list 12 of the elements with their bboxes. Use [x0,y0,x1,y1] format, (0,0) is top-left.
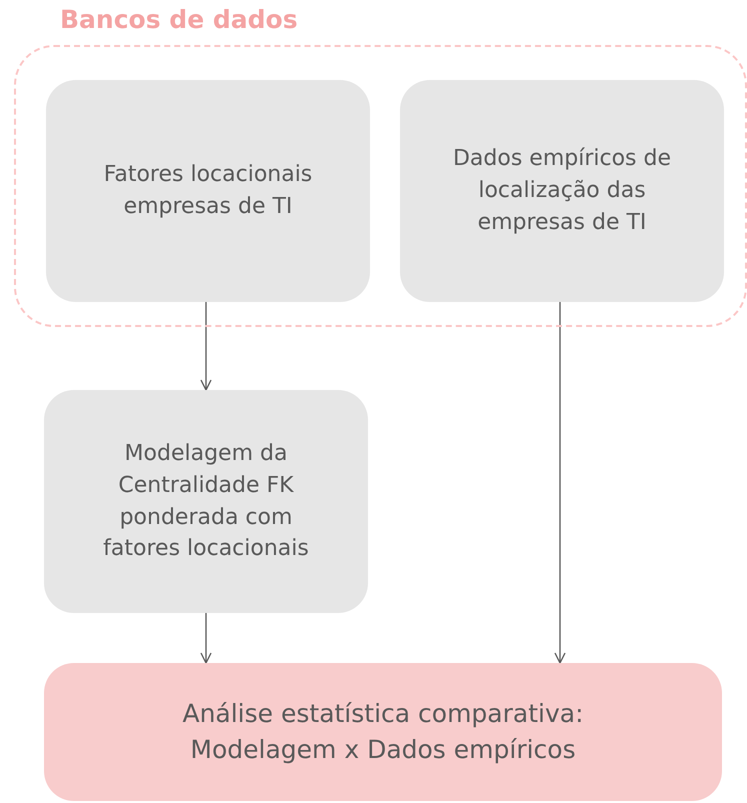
box-label: Análise estatística comparativa: Modelagem x Dados empíricos [181,698,585,766]
result-box [44,663,722,801]
arrow [554,300,566,664]
box-label: Fatores locacionais empresas de TI [102,161,314,221]
arrow [200,613,212,664]
process-box [46,80,370,302]
box-label: Modelagem da Centralidade FK ponderada com fatores locacionais [102,440,310,564]
process-box [400,80,724,302]
process-box [44,390,368,613]
arrow [200,300,212,391]
group-title: Bancos de dados [60,5,298,34]
box-label: Dados empíricos de localização das empresas de TI [452,145,672,237]
